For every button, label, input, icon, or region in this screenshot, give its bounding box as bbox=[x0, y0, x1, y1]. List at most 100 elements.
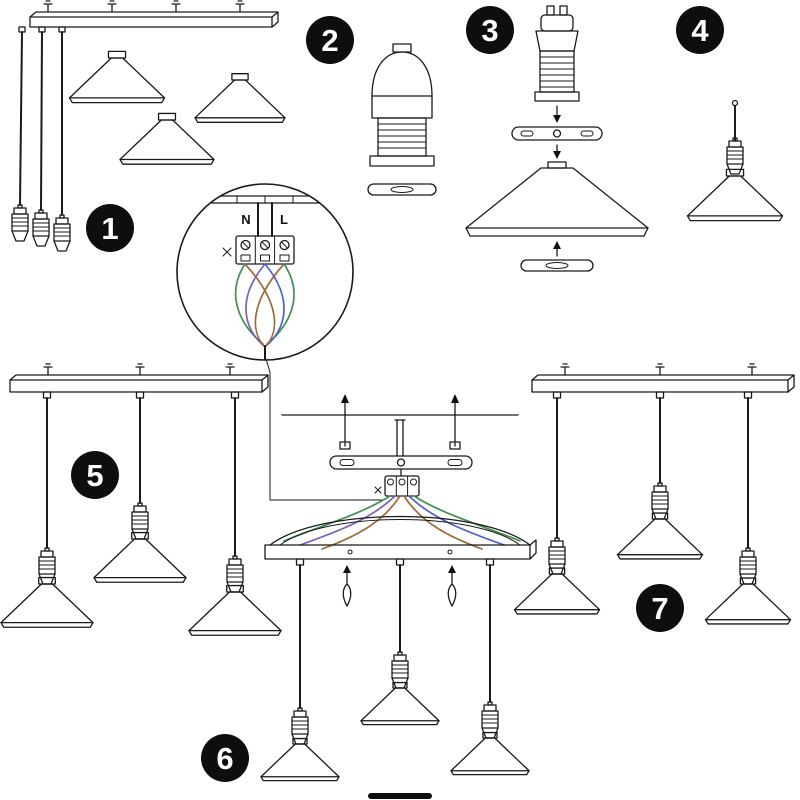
cord-grips bbox=[552, 391, 753, 399]
canopy-bar-edge bbox=[529, 539, 537, 560]
terminal-screw bbox=[279, 239, 290, 251]
screw-icon bbox=[655, 363, 665, 376]
step-badge-label: 1 bbox=[101, 211, 118, 246]
live-label: L bbox=[280, 212, 288, 227]
screw-icon bbox=[107, 0, 117, 13]
cord-grips bbox=[295, 558, 495, 566]
shade-ring-hole bbox=[390, 186, 414, 193]
screw-icon bbox=[235, 0, 245, 13]
cropped-element-edge bbox=[368, 793, 432, 799]
ceiling-bar-face bbox=[531, 379, 789, 393]
bolt-nut bbox=[449, 441, 461, 450]
cone-shade bbox=[93, 531, 187, 583]
terminal-block bbox=[384, 475, 420, 497]
shade-ring bbox=[367, 183, 437, 196]
pendant-cords bbox=[19, 31, 63, 216]
step-badge-3: 3 bbox=[466, 6, 514, 54]
terminal-screw bbox=[387, 478, 394, 486]
step-badge-6: 6 bbox=[201, 734, 249, 782]
terminal-dividers bbox=[254, 235, 276, 265]
shade-neck bbox=[547, 161, 567, 169]
step-5-assembled-fixture bbox=[0, 363, 282, 636]
step-badge-1: 1 bbox=[86, 204, 134, 252]
pendant-cords bbox=[556, 397, 749, 549]
socket-threads bbox=[377, 123, 427, 149]
socket-shoulder bbox=[535, 30, 579, 52]
lamp-holder bbox=[38, 547, 56, 585]
pendant-cords bbox=[46, 397, 236, 557]
mounting-bar-slot-left bbox=[339, 459, 355, 466]
socket-flange bbox=[534, 91, 580, 102]
bracket-slot-left bbox=[520, 130, 534, 137]
step-badge-label: 3 bbox=[481, 13, 498, 48]
terminal-block bbox=[235, 235, 295, 265]
arrow-down-icon bbox=[553, 144, 561, 159]
step-badge-7: 7 bbox=[636, 584, 684, 632]
lamp-holder bbox=[726, 137, 744, 175]
anchor-body bbox=[342, 583, 352, 607]
cone-shade bbox=[616, 512, 704, 560]
mounting-bar-body bbox=[329, 455, 473, 470]
mounting-bolt-left bbox=[339, 394, 351, 450]
terminal-screw bbox=[240, 239, 251, 251]
earth-wire bbox=[413, 495, 521, 542]
x-mark-icon bbox=[222, 247, 232, 257]
screw-icon bbox=[171, 0, 181, 13]
bracket-slot-right bbox=[580, 130, 594, 137]
ceiling-bar bbox=[9, 363, 269, 399]
terminal-screw-slots bbox=[242, 241, 288, 249]
step-badge-circle bbox=[201, 734, 249, 782]
terminal-block-body bbox=[384, 475, 420, 497]
socket-body bbox=[371, 95, 433, 119]
step-2-socket-assembly bbox=[367, 43, 437, 196]
step-1-exploded-parts bbox=[11, 0, 286, 252]
step-badge-circle bbox=[306, 16, 354, 64]
arrow-up-icon bbox=[451, 394, 459, 403]
wiring-detail-callout: N L bbox=[176, 183, 384, 501]
cone-shade bbox=[704, 577, 792, 625]
canopy-dome bbox=[269, 515, 531, 546]
cone-shade bbox=[0, 576, 94, 628]
bracket-body bbox=[511, 126, 603, 141]
callout-circle bbox=[176, 183, 354, 361]
step-6-ceiling-mounting bbox=[260, 394, 537, 782]
anchor-screw-right bbox=[447, 565, 457, 607]
screw-icon bbox=[135, 363, 145, 376]
anchor-body bbox=[447, 583, 457, 607]
screw-hole bbox=[447, 549, 453, 555]
lamp-holder bbox=[11, 204, 29, 242]
socket-top-stub bbox=[392, 43, 412, 53]
cone-shade bbox=[260, 738, 340, 782]
live-wire bbox=[244, 263, 276, 348]
cone-shade bbox=[450, 732, 530, 776]
step-badge-circle bbox=[636, 584, 684, 632]
supply-wires bbox=[257, 202, 273, 237]
neutral-wire bbox=[264, 263, 285, 347]
cone-shade bbox=[194, 73, 286, 123]
screw-hole bbox=[347, 549, 353, 555]
bolt-nut bbox=[339, 441, 351, 450]
socket-cap bbox=[540, 14, 574, 32]
cone-shade bbox=[686, 168, 784, 222]
shade-ring-hole bbox=[545, 262, 569, 269]
shade-ring bbox=[520, 259, 594, 272]
x-mark-icon bbox=[374, 486, 382, 494]
shade-body bbox=[465, 167, 649, 237]
terminal-ports bbox=[240, 254, 290, 262]
arrow-up-icon bbox=[448, 565, 456, 573]
lamp-holder bbox=[131, 502, 149, 540]
neutral-wire bbox=[299, 495, 396, 546]
screw-icon bbox=[225, 363, 235, 376]
shade-ring-disc bbox=[520, 259, 594, 272]
cord-grips bbox=[42, 391, 240, 399]
step-7-assembled-fixture bbox=[513, 363, 795, 625]
callout-leader bbox=[265, 358, 384, 501]
lamp-holder bbox=[53, 214, 71, 252]
mounting-bar-center-hole bbox=[396, 458, 406, 467]
screw-icon bbox=[43, 363, 53, 376]
lamp-socket bbox=[534, 5, 580, 102]
ceiling-bar-top-edge bbox=[9, 374, 269, 393]
socket-threads bbox=[539, 56, 575, 88]
cord-loop bbox=[731, 99, 739, 107]
